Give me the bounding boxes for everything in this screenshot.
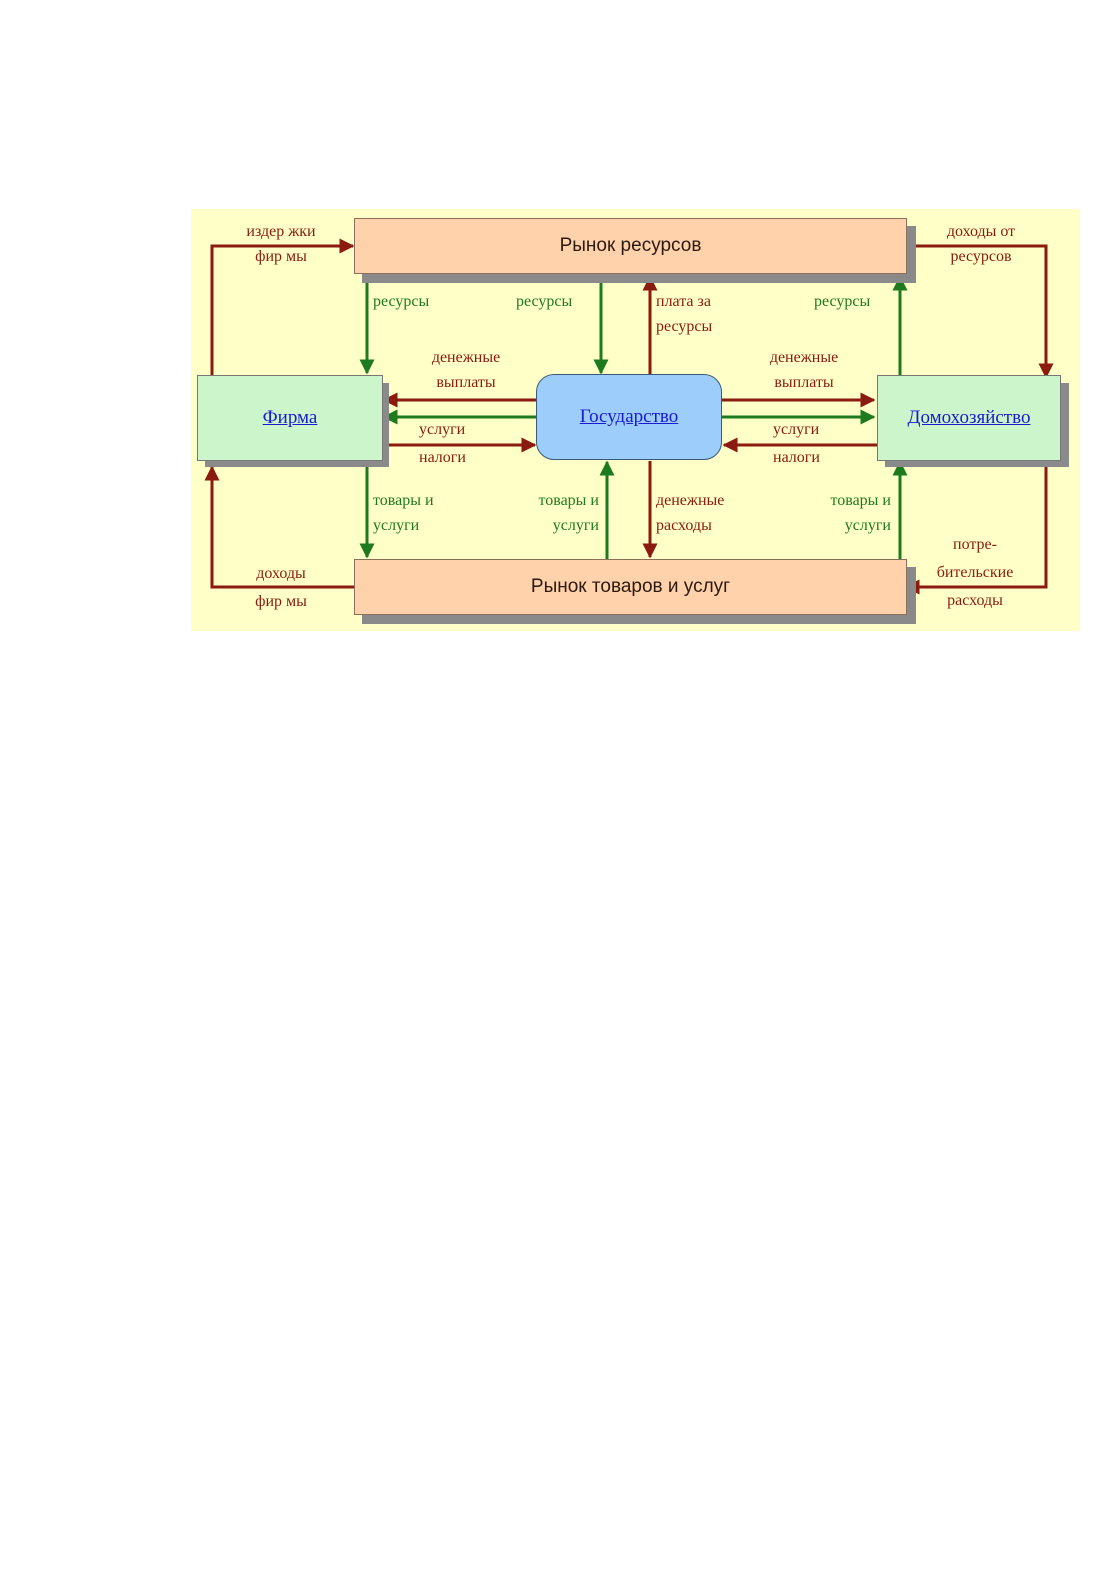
label-firm-costs: издер жки фир мы [246,223,316,265]
label-taxes-from-household: налоги [773,449,820,466]
resource-market-label: Рынок ресурсов [559,235,702,256]
label-goods-from-firm: товары и услуги [373,492,434,534]
label-payment-for-resources: плата за ресурсы [656,293,713,335]
goods-market-box: Рынок товаров и услуг [354,559,907,615]
firm-link[interactable]: Фирма [262,407,318,428]
label-taxes-from-firm: налоги [419,449,466,466]
label-resources-to-gov: ресурсы [516,293,573,310]
circular-flow-diagram: Рынок ресурсов Рынок товаров и услуг Фир… [191,209,1080,631]
label-resources-from-household: ресурсы [814,293,871,310]
resource-market-box: Рынок ресурсов [354,218,907,274]
label-payments-to-firm: денежные выплаты [431,349,501,391]
arrow-firm-income [204,465,354,589]
government-link[interactable]: Государство [579,406,679,427]
label-firm-income: доходы фир мы [255,565,307,610]
label-resource-income: доходы от ресурсов [946,223,1016,265]
arrow-consumer-spending [904,460,1048,595]
goods-market-label: Рынок товаров и услуг [530,576,731,597]
label-services-to-household: услуги [773,421,820,438]
household-box: Домохозяйство [877,375,1061,461]
firm-box: Фирма [197,375,383,461]
label-payments-to-household: денежные выплаты [769,349,839,391]
arrow-resource-income [906,244,1054,379]
flow-arrows [204,238,1054,595]
label-services-to-firm: услуги [419,421,466,438]
label-consumer-spending: потре- бительские расходы [936,536,1014,609]
government-box: Государство [536,374,722,460]
arrow-firm-costs [210,238,355,376]
label-gov-spending: денежные расходы [656,492,725,534]
label-resources-to-firm: ресурсы [373,293,430,310]
label-goods-to-gov: товары и услуги [538,492,599,534]
household-link[interactable]: Домохозяйство [907,407,1031,428]
label-goods-to-household: товары и услуги [830,492,891,534]
